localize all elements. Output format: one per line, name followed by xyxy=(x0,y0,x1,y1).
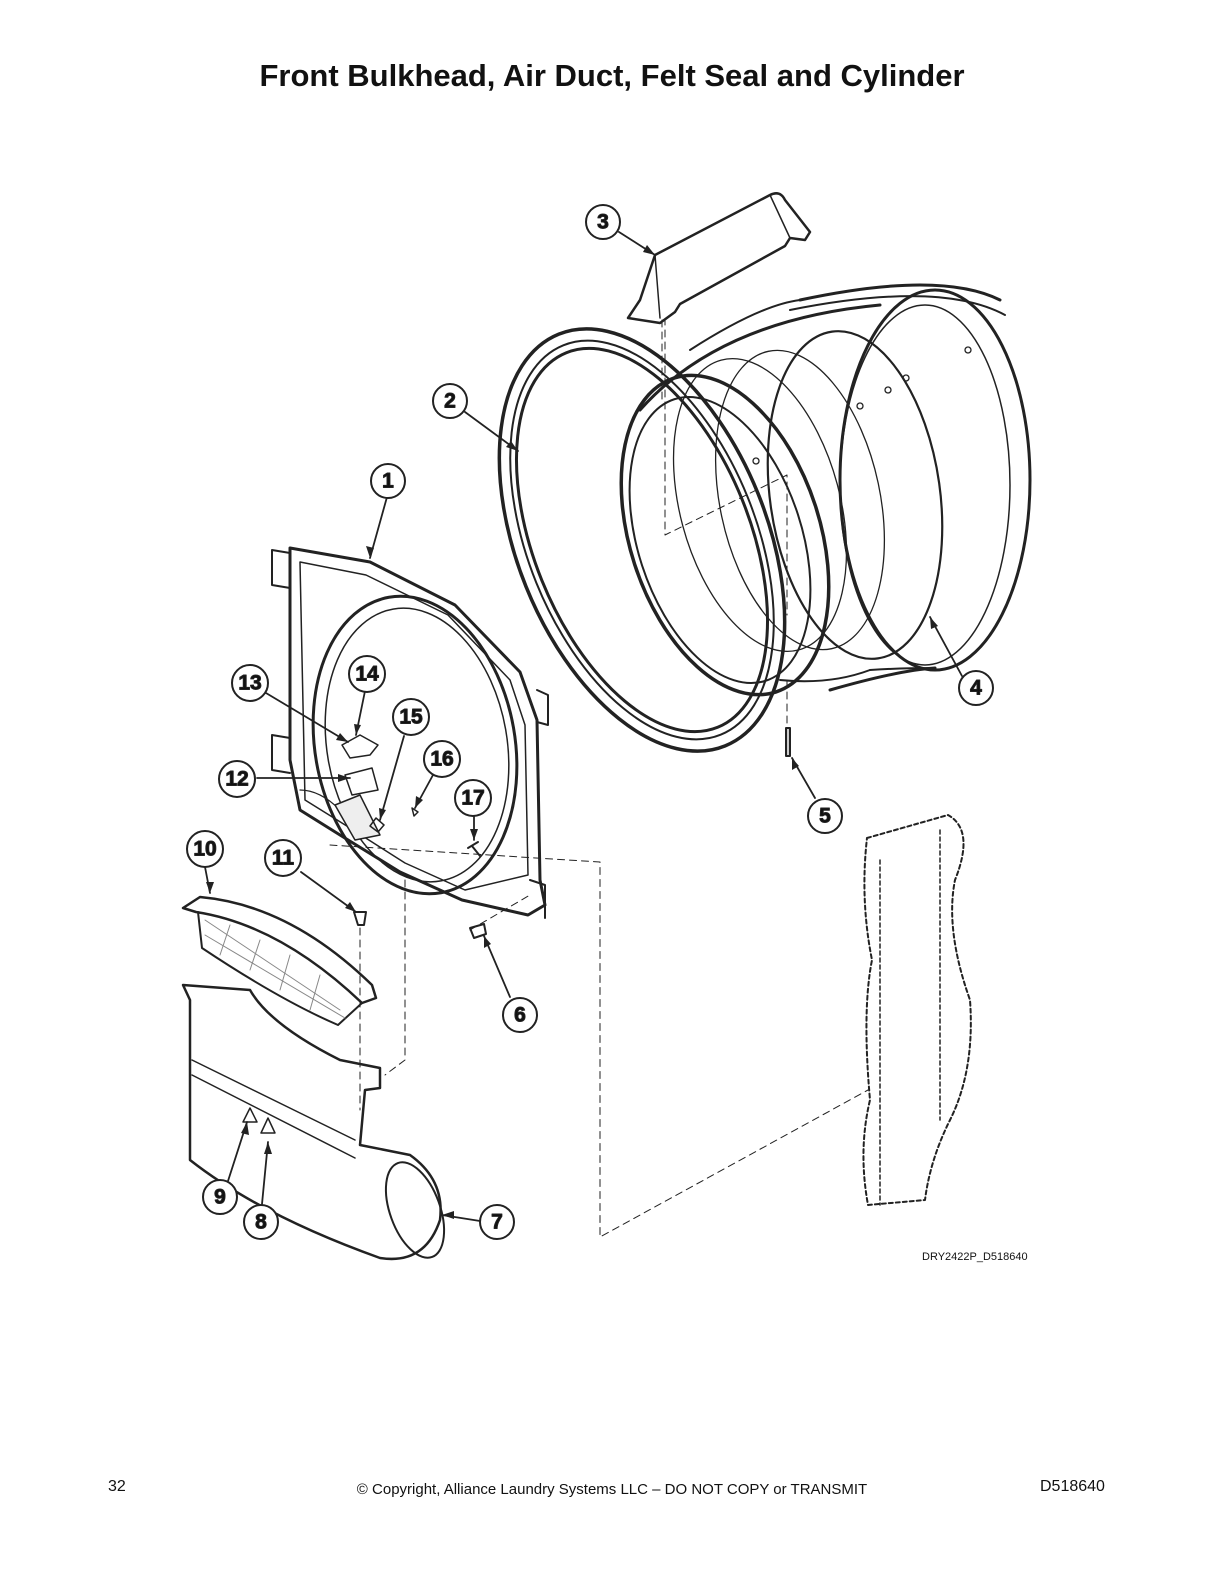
callout-16: 16 xyxy=(423,740,461,778)
callout-8-label: 8 xyxy=(255,1211,267,1234)
drawing-code: DRY2422P_D518640 xyxy=(922,1251,1028,1263)
callout-6-label: 6 xyxy=(514,1004,526,1027)
callout-8: 8 xyxy=(243,1204,279,1240)
felt-seal-drawing xyxy=(497,327,787,753)
callout-3: 3 xyxy=(585,204,621,240)
callout-4-label: 4 xyxy=(970,677,982,700)
callout-1-label: 1 xyxy=(382,470,394,493)
callout-17-label: 17 xyxy=(461,787,484,810)
callout-1: 1 xyxy=(370,463,406,499)
assembly-lines xyxy=(329,319,869,1238)
callout-13: 13 xyxy=(231,664,269,702)
callout-5-label: 5 xyxy=(819,805,831,828)
callout-3-label: 3 xyxy=(597,211,609,234)
callout-2: 2 xyxy=(432,383,468,419)
callout-4: 4 xyxy=(958,670,994,706)
callout-16-label: 16 xyxy=(430,748,453,771)
callout-7-label: 7 xyxy=(491,1211,503,1234)
front-panel-outline xyxy=(862,814,972,1206)
copyright-notice: © Copyright, Alliance Laundry Systems LL… xyxy=(356,1481,868,1498)
callout-13-label: 13 xyxy=(238,672,261,695)
fasteners-drawing xyxy=(341,727,791,939)
callout-11-label: 11 xyxy=(272,847,295,870)
callout-12-label: 12 xyxy=(225,768,248,791)
callout-12: 12 xyxy=(218,760,256,798)
callout-10: 10 xyxy=(186,830,224,868)
callout-15: 15 xyxy=(392,698,430,736)
callout-15-label: 15 xyxy=(399,706,423,729)
callout-17: 17 xyxy=(454,779,492,817)
page-title: Front Bulkhead, Air Duct, Felt Seal and … xyxy=(259,58,965,93)
callout-11: 11 xyxy=(264,839,302,877)
callout-14-label: 14 xyxy=(355,663,379,686)
callout-10-label: 10 xyxy=(193,838,216,861)
leader-arrowheads xyxy=(206,245,938,1219)
callout-6: 6 xyxy=(502,997,538,1033)
callout-9-label: 9 xyxy=(214,1186,226,1209)
callout-9: 9 xyxy=(202,1179,238,1215)
callout-2-label: 2 xyxy=(444,390,456,413)
page-number: 32 xyxy=(108,1478,126,1495)
air-duct-drawing xyxy=(181,983,446,1261)
callout-5: 5 xyxy=(807,798,843,834)
document-number: D518640 xyxy=(1040,1478,1105,1495)
cylinder-drawing xyxy=(619,283,1032,697)
callout-7: 7 xyxy=(479,1204,515,1240)
lint-screen-drawing xyxy=(181,895,378,1026)
baffle-drawing xyxy=(626,192,812,325)
callout-14: 14 xyxy=(348,655,386,693)
